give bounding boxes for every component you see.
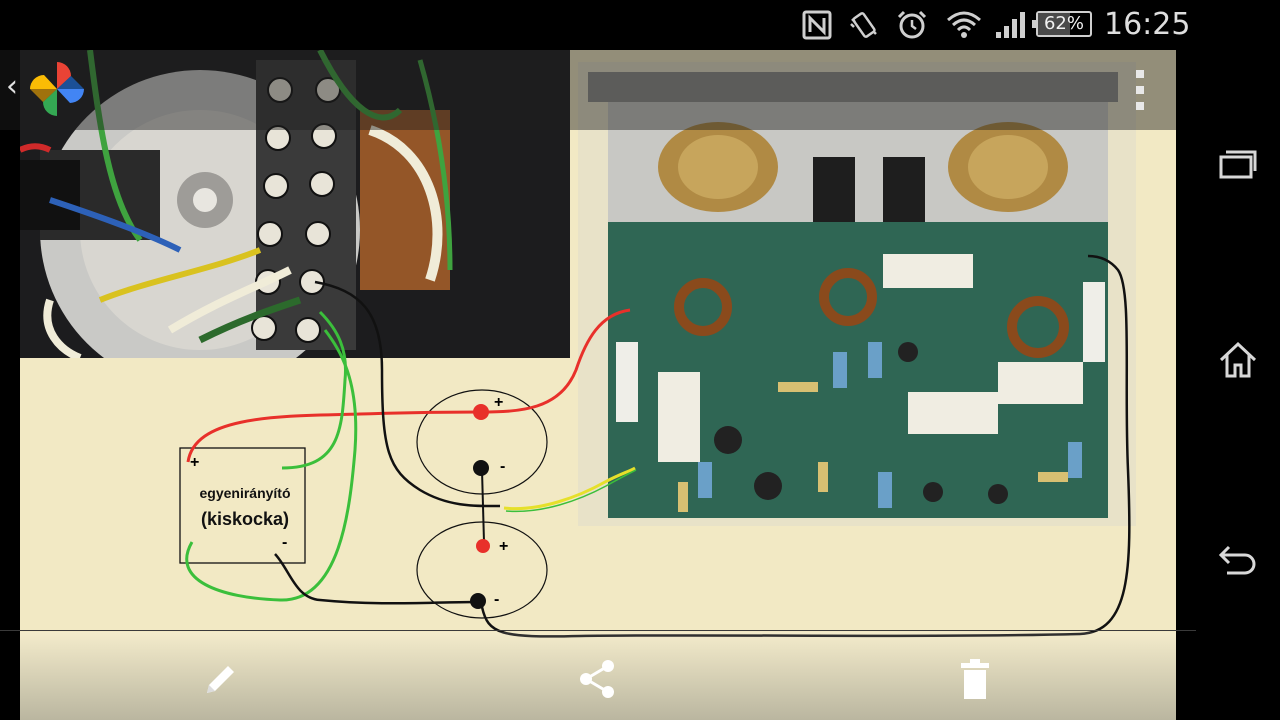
capacitor-1-plus: +	[494, 394, 504, 411]
nfc-icon	[800, 9, 834, 41]
google-photos-logo[interactable]	[26, 58, 88, 120]
back-icon[interactable]	[1214, 536, 1262, 584]
battery-percent: 62%	[1043, 13, 1084, 34]
home-icon[interactable]	[1214, 336, 1262, 384]
photo-viewer[interactable]: egyenirányító (kiskocka) + - + - + -	[0, 50, 1196, 720]
vibrate-icon	[846, 9, 882, 41]
rectifier-minus: -	[282, 534, 288, 551]
rectifier-label: egyenirányító	[199, 485, 291, 501]
edit-icon[interactable]	[196, 654, 246, 704]
photo-image[interactable]: egyenirányító (kiskocka) + - + - + -	[20, 50, 1176, 720]
battery-icon: 62%	[1032, 11, 1092, 37]
navigation-bar	[1196, 50, 1280, 720]
app-bar: ‹	[0, 50, 1176, 130]
wiring-drawing	[179, 254, 1131, 638]
capacitor-2-minus: -	[494, 591, 500, 608]
clock: 16:25	[1104, 7, 1191, 42]
wifi-icon	[944, 9, 984, 41]
bottom-action-bar	[20, 632, 1176, 720]
status-bar: 62% 16:25	[0, 0, 1280, 50]
capacitor-2-plus: +	[499, 538, 509, 555]
rectifier-plus: +	[190, 454, 200, 471]
overflow-menu-icon[interactable]	[1132, 70, 1148, 110]
alarm-icon	[894, 9, 930, 41]
divider	[0, 630, 1196, 631]
transformer-photo	[20, 50, 570, 358]
capacitor-1-minus: -	[500, 458, 506, 475]
delete-icon[interactable]	[950, 654, 1000, 704]
rectifier-sublabel: (kiskocka)	[200, 509, 290, 529]
share-icon[interactable]	[572, 654, 622, 704]
recents-icon[interactable]	[1214, 140, 1262, 188]
signal-icon	[992, 9, 1028, 41]
up-chevron-icon[interactable]: ‹	[6, 69, 18, 104]
amplifier-board-photo	[578, 62, 1136, 526]
